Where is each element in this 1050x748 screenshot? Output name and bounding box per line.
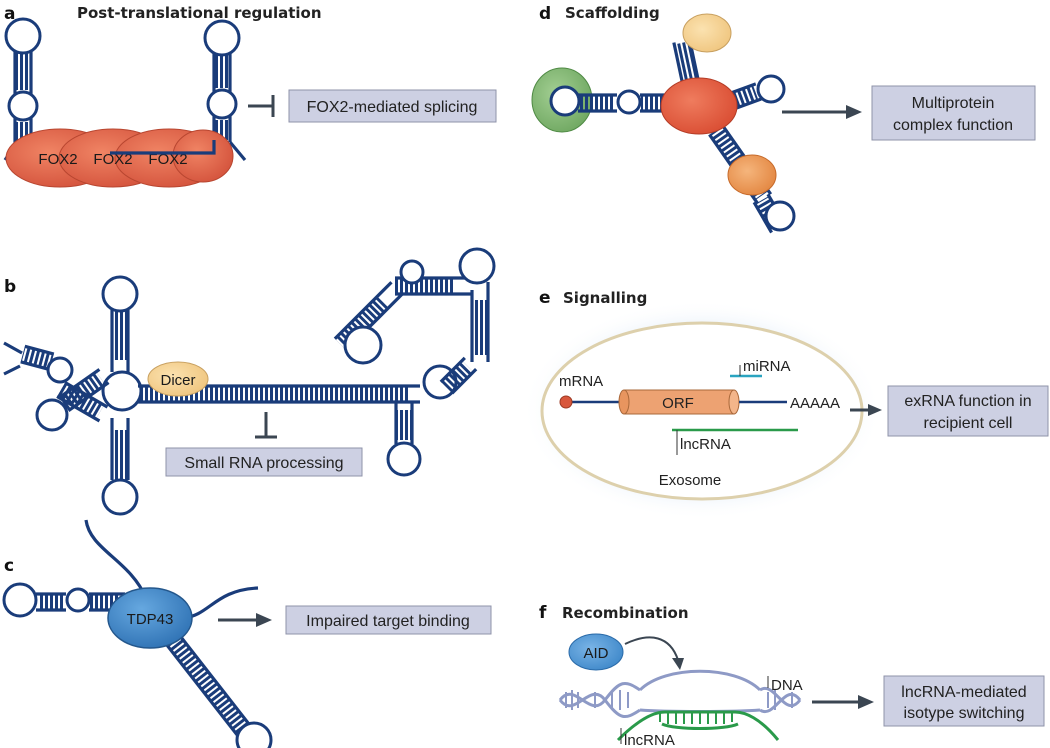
panel-a-title: Post-translational regulation [77,4,322,22]
panel-f-arrow [812,695,874,709]
dna-helix [558,669,802,719]
panel-d: d Scaffolding [531,4,1036,234]
exosome-label: Exosome [659,472,722,489]
f-lncrna-strand [616,710,780,742]
panel-a-inhibition-arrow [248,95,275,117]
panel-a: a Post-translational regulation [3,4,497,188]
fox2-label-2: FOX2 [93,151,132,168]
dicer-protein [147,361,209,397]
panel-b-letter: b [4,277,16,297]
panel-e-outcome-line1: exRNA function in [904,393,1031,410]
panel-c-outcome-box [285,605,492,635]
panel-f-outcome-line2: isotype switching [904,705,1025,722]
panel-a-outcome-box [288,89,497,123]
mrna-label: mRNA [559,373,603,390]
panel-d-outcome-box [871,85,1036,141]
aid-protein [568,633,624,671]
panel-f-outcome-line1: lncRNA-mediated [901,684,1026,701]
panel-e-outcome-line2: recipient cell [924,415,1013,432]
polya-label: AAAAA [790,395,840,412]
panel-b: b [3,247,496,516]
scaffold-orange-protein [727,154,777,196]
panel-b-outcome-text: Small RNA processing [184,455,343,472]
panel-e-arrow [850,404,882,416]
panel-e-outcome-box [887,385,1049,437]
panel-b-outcome-box [165,447,363,477]
panel-b-inhibition-arrow [255,412,277,439]
orf-label: ORF [662,395,694,412]
f-lncrna-label: lncRNA [624,732,675,748]
dicer-label: Dicer [160,372,195,389]
panel-d-outcome-line2: complex function [893,117,1013,134]
panel-f-letter: f [539,603,547,623]
panel-f-title: Recombination [562,604,689,622]
panel-f-outcome-box [883,675,1045,727]
panel-c-outcome-text: Impaired target binding [306,613,470,630]
tdp43-protein [107,587,193,649]
scaffold-central-protein [660,77,738,135]
panel-d-letter: d [539,4,551,24]
panel-d-outcome-line1: Multiprotein [912,95,995,112]
mrna-cap [559,395,573,409]
panel-e: e Signalling mRNA ORF AAAAA miRNA lncRNA… [522,288,1049,520]
tdp43-label: TDP43 [127,611,174,628]
panel-e-title: Signalling [563,289,647,307]
dna-label: DNA [771,677,803,694]
panel-f: f Recombination AID [539,603,1045,748]
panel-e-letter: e [539,288,551,308]
panel-a-outcome-text: FOX2-mediated splicing [307,99,478,116]
panel-c: c TDP43 Impaired target binding [2,519,492,748]
panel-c-arrow [218,613,272,627]
panel-a-letter: a [4,4,15,24]
panel-d-title: Scaffolding [565,4,660,22]
panel-c-letter: c [4,556,14,576]
fox2-label-1: FOX2 [38,151,77,168]
mirna-label: miRNA [743,358,791,375]
scaffold-top-protein [682,13,732,53]
fox2-proteins: FOX2 FOX2 FOX2 [5,128,234,188]
panel-d-arrow [782,105,862,119]
aid-label: AID [583,645,608,662]
fox2-label-3: FOX2 [148,151,187,168]
e-lncrna-label: lncRNA [680,436,731,453]
